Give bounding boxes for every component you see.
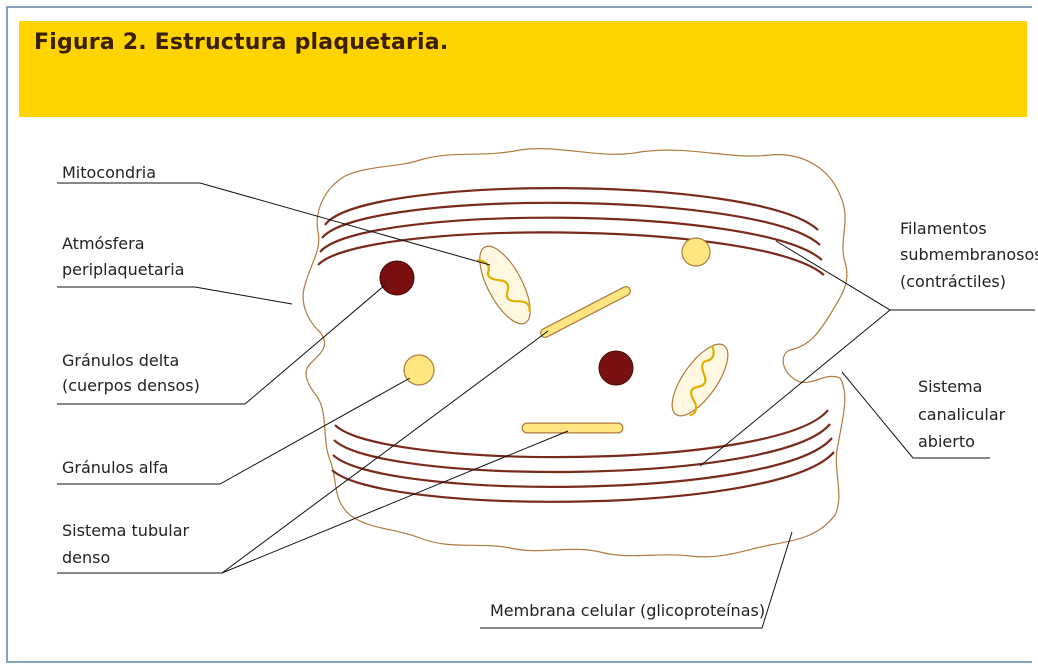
label-atmosfera-line2: periplaquetaria (62, 260, 184, 279)
alpha-granule-2 (404, 355, 434, 385)
label-canalicular-line2: canalicular (918, 405, 1006, 424)
delta-granule-2 (599, 351, 633, 385)
label-delta-line1: Gránulos delta (62, 351, 179, 370)
alpha-granule-1 (682, 238, 710, 266)
label-tubular-line2: denso (62, 548, 110, 567)
label-membrana: Membrana celular (glicoproteínas) (490, 601, 765, 620)
label-tubular-line1: Sistema tubular (62, 521, 189, 540)
label-mitocondria: Mitocondria (62, 163, 156, 182)
label-atmosfera-line1: Atmósfera (62, 234, 145, 253)
delta-granule-1 (380, 261, 414, 295)
platelet-membrane (303, 149, 847, 557)
label-canalicular-line1: Sistema (918, 377, 982, 396)
label-alfa: Gránulos alfa (62, 458, 168, 477)
label-filamentos-line2: submembranosos (900, 245, 1038, 264)
label-canalicular-line3: abierto (918, 432, 975, 451)
label-delta-line2: (cuerpos densos) (62, 376, 200, 395)
label-filamentos-line3: (contráctiles) (900, 272, 1006, 291)
label-filamentos-line1: Filamentos (900, 219, 987, 238)
